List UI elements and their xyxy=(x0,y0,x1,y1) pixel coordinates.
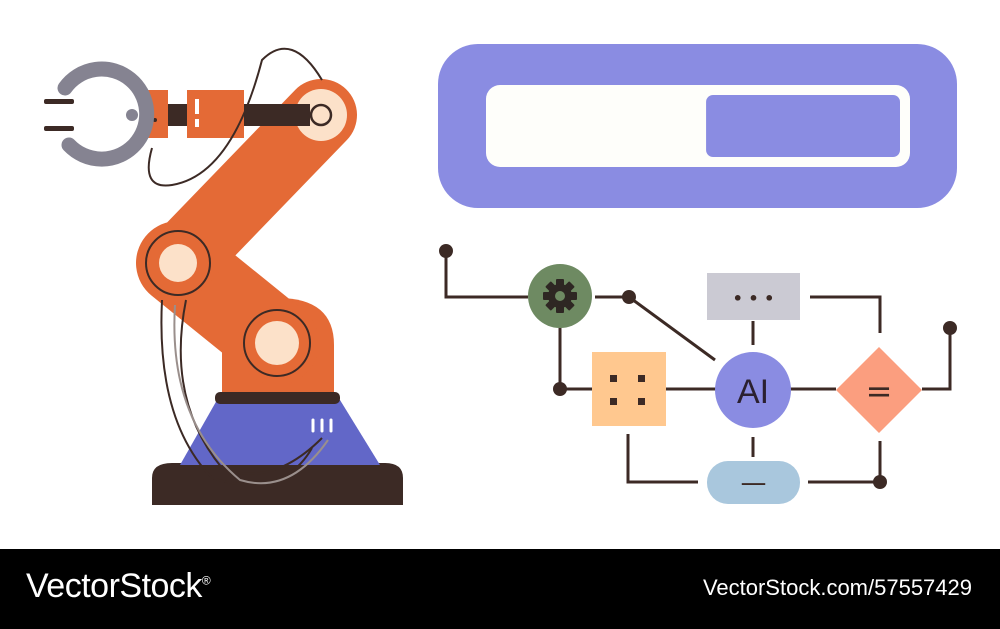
brand-name: VectorStock xyxy=(26,567,202,605)
ai-label: AI xyxy=(737,373,769,411)
gear-node xyxy=(528,264,592,328)
ellipsis-text: • • • xyxy=(733,289,775,308)
robot-joint-shoulder xyxy=(295,89,347,141)
robot-base-collar xyxy=(215,392,340,404)
minus-node: — xyxy=(707,461,800,504)
robot-joint-elbow-ring xyxy=(145,230,211,296)
flow-junctions xyxy=(439,244,957,489)
image-credit: VectorStock.com/57557429 xyxy=(702,575,972,600)
gripper-tip-bottom xyxy=(44,126,74,131)
gripper-claw xyxy=(57,61,155,167)
ai-node: AI xyxy=(715,352,791,428)
robot-arm xyxy=(44,47,403,505)
progress-bar xyxy=(438,44,957,208)
robot-joint-base xyxy=(255,321,299,365)
robot-joint-elbow xyxy=(159,244,197,282)
grid-dots-icon xyxy=(610,375,645,405)
flow-connectors xyxy=(444,251,952,484)
flow-diagram: • • • AI = — xyxy=(439,244,957,504)
robot-base-slab xyxy=(152,463,403,505)
grid-node xyxy=(592,352,666,426)
brand-logo: VectorStock® xyxy=(26,567,211,606)
gripper-hinge xyxy=(126,109,138,121)
robot-gripper xyxy=(44,61,155,167)
illustration: • • • AI = — xyxy=(44,44,957,505)
minus-label: — xyxy=(741,468,767,498)
equals-node: = xyxy=(836,347,922,433)
robot-cables-light xyxy=(173,304,329,485)
base-indicator-lines xyxy=(311,418,333,433)
progress-fill xyxy=(706,95,900,157)
robot-base-trapezoid xyxy=(180,400,380,465)
gripper-tip-top xyxy=(44,99,74,104)
robot-cables xyxy=(147,47,323,486)
watermark-banner: VectorStock® VectorStock.com/57557429 xyxy=(0,549,1000,629)
robot-joint-shoulder-pin xyxy=(309,103,333,127)
robot-joint-base-ring xyxy=(243,309,311,377)
equals-label: = xyxy=(866,372,893,410)
brand-registered-mark: ® xyxy=(201,573,211,588)
ellipsis-node: • • • xyxy=(707,273,800,320)
wrist-mark-2 xyxy=(195,119,199,127)
robot-upper-arm xyxy=(142,79,357,299)
wrist-mark-1 xyxy=(195,99,199,114)
